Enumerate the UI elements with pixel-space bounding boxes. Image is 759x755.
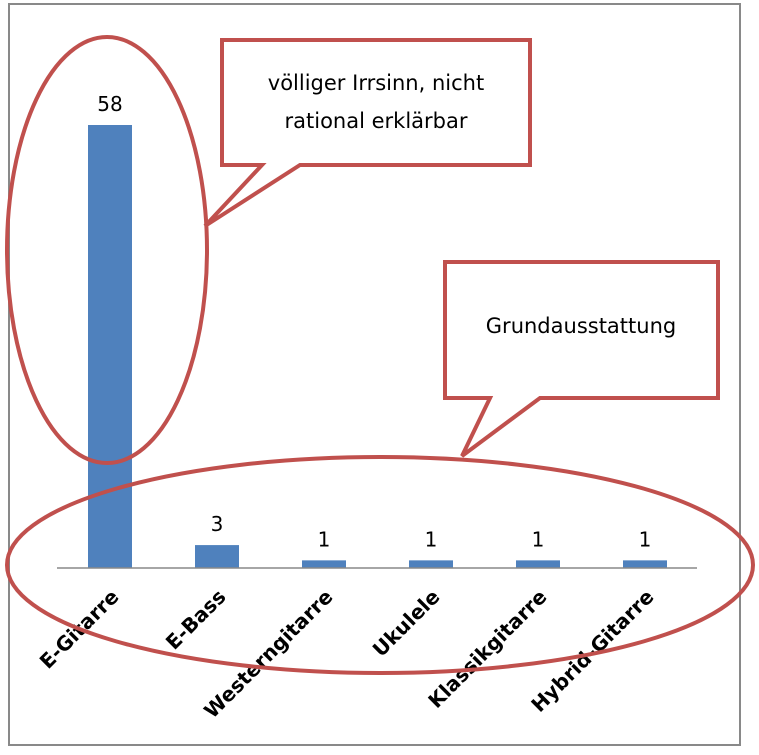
data-label: 3 (211, 512, 224, 536)
highlight-ellipse-egitarre (5, 35, 209, 465)
bar (302, 560, 346, 568)
data-label: 1 (532, 527, 545, 551)
callout-1 (203, 38, 532, 228)
highlight-ellipse-others (5, 455, 755, 675)
bar (195, 545, 239, 568)
data-label: 1 (639, 527, 652, 551)
callout-1-line-1: völliger Irrsinn, nicht (268, 71, 484, 95)
bar (516, 560, 560, 568)
data-label: 1 (425, 527, 438, 551)
bar (623, 560, 667, 568)
bar (409, 560, 453, 568)
callout-1-line-2: rational erklärbar (285, 109, 468, 133)
callout-2 (443, 260, 720, 458)
bar (88, 125, 132, 568)
data-label: 1 (318, 527, 331, 551)
data-label: 58 (97, 92, 122, 116)
callout-2-line-1: Grundausstattung (486, 314, 676, 338)
